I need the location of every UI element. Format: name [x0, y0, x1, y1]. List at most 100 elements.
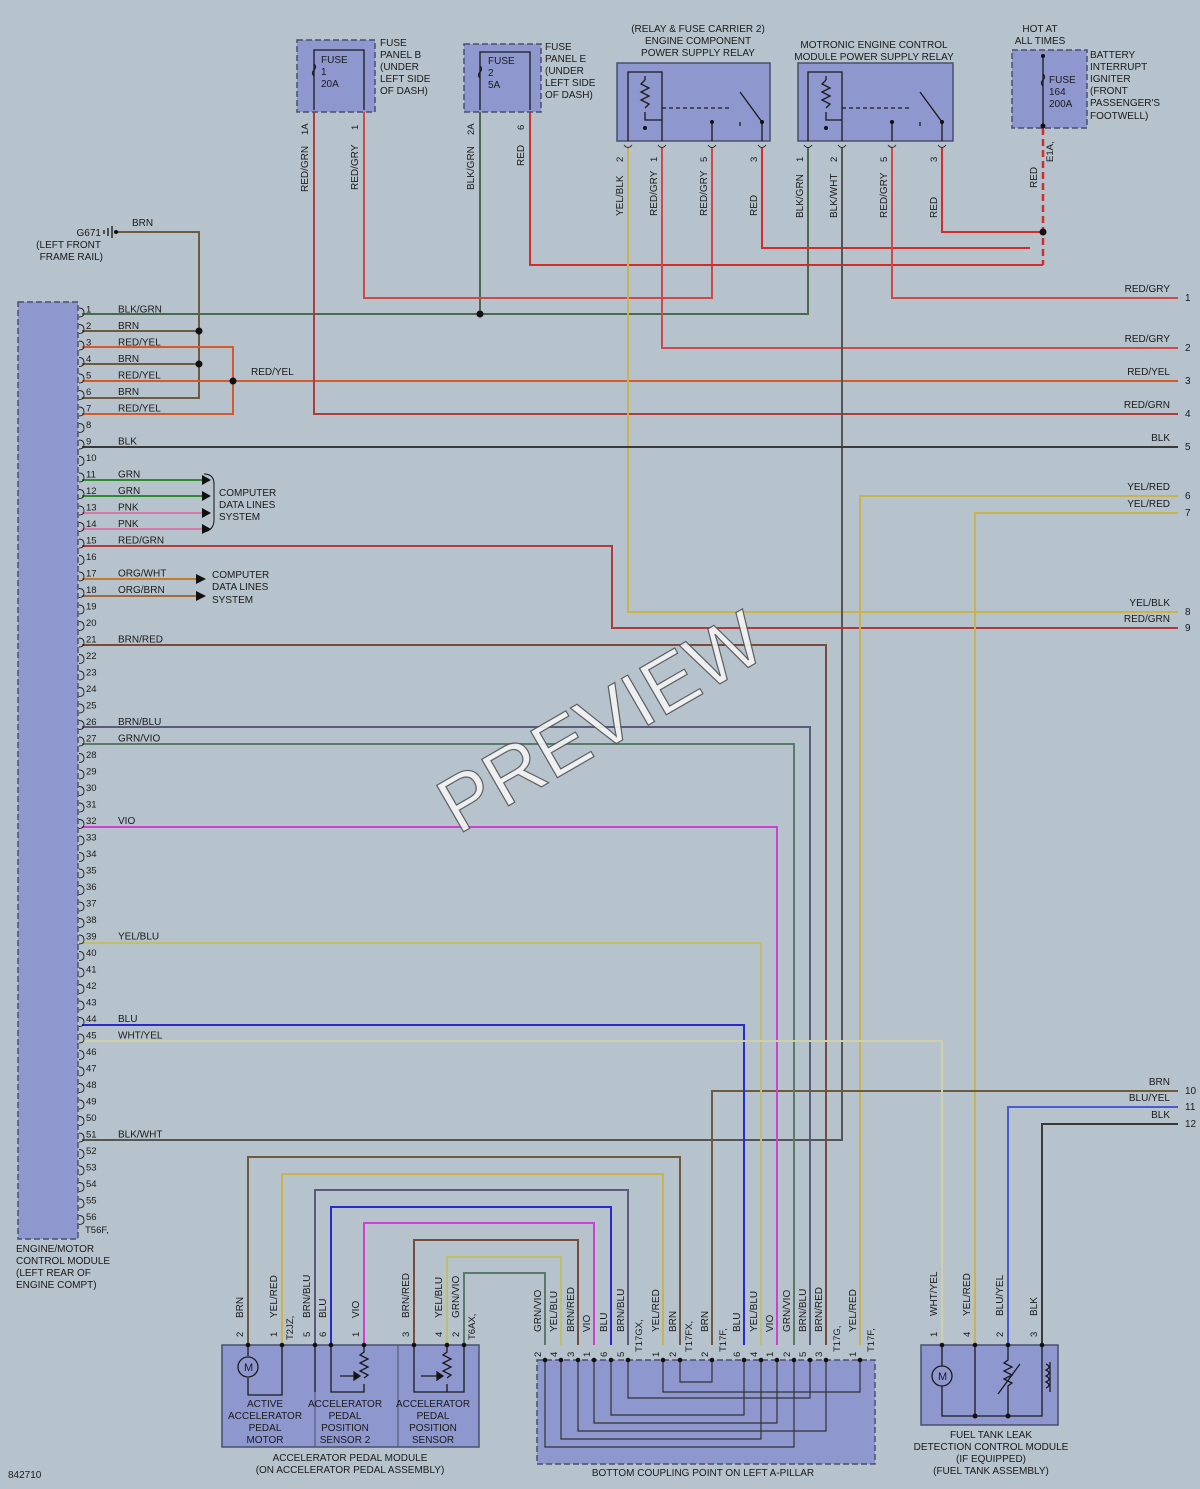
coupling-pin: 6 — [599, 1352, 610, 1357]
wire-blu-pedal — [330, 1206, 612, 1345]
coupling-pin: 1 — [582, 1352, 593, 1357]
sensor2-l3: POSITION — [321, 1423, 369, 1434]
potentiometer-icon — [314, 1345, 370, 1393]
splice-points — [195, 228, 1047, 385]
ecm-pin-terminal — [78, 373, 85, 384]
ecm-pin-number: 44 — [86, 1014, 97, 1025]
ecm-pin-number: 46 — [86, 1047, 97, 1058]
ecm-pin-terminal — [78, 489, 85, 499]
ecm-pin-terminal — [78, 472, 85, 483]
ref-wire-label: RED/GRY — [1125, 334, 1171, 345]
leak-pin: 4 — [962, 1332, 973, 1337]
wire-blkwht-pin51 — [82, 148, 843, 1141]
ecm-pin-number: 28 — [86, 750, 97, 761]
relay2-terminal — [937, 144, 947, 148]
ecm-pin-number: 34 — [86, 849, 97, 860]
pedal-wire: BLU — [318, 1299, 329, 1318]
ecm-pin-number: 1 — [86, 304, 91, 315]
coupling-connector: T17F, — [718, 1328, 729, 1352]
relay1-pin: 5 — [699, 157, 710, 162]
ecm-wire-label: RED/YEL — [118, 337, 161, 348]
ecm-pin-terminal — [78, 1198, 85, 1209]
ecm-pin-terminal — [78, 720, 85, 730]
wire-redgrn-fuse1a — [313, 110, 1178, 415]
ecm-pin-number: 12 — [86, 486, 97, 497]
ref-wire-label: BLU/YEL — [1129, 1093, 1171, 1104]
coupling-terminal — [591, 1357, 597, 1363]
ecm-pin-number: 4 — [86, 354, 91, 365]
ecm-pin-number: 49 — [86, 1096, 97, 1107]
ecm-pin-number: 38 — [86, 915, 97, 926]
pedal-pin: 5 — [302, 1332, 313, 1337]
fuse-e-desc-4: LEFT SIDE — [545, 78, 596, 89]
accelerator-pedal-module: M ACTIVE ACCELERATOR PEDAL MOTOR ACCELER… — [221, 1273, 480, 1476]
coupling-wire: BRN/RED — [566, 1287, 577, 1332]
coupling-terminal — [558, 1357, 564, 1363]
ecm-pin-terminal — [78, 1017, 85, 1027]
ref-wire-label: BLK — [1151, 433, 1170, 444]
ecm-pin-terminal — [78, 1066, 85, 1077]
ref-number: 10 — [1185, 1086, 1197, 1097]
pedal-terminal — [361, 1342, 367, 1348]
relay2-wire: RED — [929, 197, 940, 218]
leak-wire: BLU/YEL — [995, 1274, 1006, 1316]
relay1-title-2: ENGINE COMPONENT — [645, 36, 751, 47]
coupling-connector: T17GX, — [634, 1319, 645, 1352]
fuse-e-wire-a: BLK/GRN — [466, 146, 477, 190]
coupling-pin: 2 — [668, 1352, 679, 1357]
wire-vio-pedal — [363, 1222, 595, 1345]
pedal-conn-b: T6AX, — [467, 1314, 478, 1340]
ref-number: 5 — [1185, 442, 1191, 453]
coupling-pin: 6 — [732, 1352, 743, 1357]
ecm-pin-terminal — [78, 769, 85, 780]
fuse-e-pin-a: 2A — [466, 123, 477, 135]
motor-letter: M — [244, 1362, 253, 1374]
coupling-terminal — [807, 1357, 813, 1363]
coupling-wire: YEL/RED — [651, 1289, 662, 1332]
arrow-icon — [196, 574, 206, 601]
coupling-wire: BRN/BLU — [616, 1289, 627, 1332]
ecm-wire-label: BRN — [118, 387, 139, 398]
relay2-title-2: MODULE POWER SUPPLY RELAY — [794, 52, 954, 63]
pedal-terminal — [461, 1342, 467, 1348]
ecm-wire-label: YEL/BLU — [118, 931, 159, 942]
fuse-e-desc-3: (UNDER — [545, 66, 584, 77]
relay1-wire: RED/GRY — [699, 170, 710, 216]
coupling-wire: BRN — [700, 1311, 711, 1332]
coupling-connector: T17G, — [832, 1326, 843, 1352]
ecm-pin-terminal — [78, 307, 85, 318]
ref-number: 8 — [1185, 607, 1191, 618]
fuse164-num: 164 — [1049, 87, 1066, 98]
ecm-pin-terminal — [78, 423, 85, 433]
arrow-icon — [202, 475, 211, 534]
ecm-pin-number: 17 — [86, 568, 97, 579]
fuse-b-pin-b: 1 — [350, 125, 361, 130]
leak-title-2: DETECTION CONTROL MODULE — [914, 1442, 1069, 1453]
ecm-pin-terminal — [78, 522, 85, 532]
ecm-pin-terminal — [78, 885, 85, 895]
ecm-pin-number: 50 — [86, 1113, 97, 1124]
ecm-pin-terminal — [78, 538, 85, 549]
ecm-pin-number: 47 — [86, 1063, 97, 1074]
fuse-e-desc-2: PANEL E — [545, 54, 586, 65]
coupling-terminal — [774, 1357, 780, 1363]
relay1-title-3: POWER SUPPLY RELAY — [641, 48, 755, 59]
ref-number: 3 — [1185, 376, 1191, 387]
ecm-wire-label: BRN — [118, 321, 139, 332]
ecm-pin-number: 2 — [86, 321, 91, 332]
ecm-pin-terminal — [78, 1099, 85, 1110]
ecm-pin-terminal — [78, 456, 85, 466]
ecm-pin-number: 43 — [86, 997, 97, 1008]
relay1-pin: 2 — [615, 157, 626, 162]
ecm-pin-terminal — [78, 868, 85, 879]
coupling-terminal — [709, 1357, 715, 1363]
pedal-pin: 3 — [401, 1332, 412, 1337]
ecm-pin-terminal — [78, 1033, 85, 1044]
pedal-pin: 6 — [318, 1332, 329, 1337]
ecm-pin-terminal — [78, 967, 85, 978]
coupling-wire: GRN/VIO — [533, 1290, 544, 1332]
wire-redgry-ref1 — [891, 148, 1178, 299]
coupling-wire: YEL/BLU — [549, 1291, 560, 1332]
fuse164-name: FUSE — [1049, 75, 1076, 86]
